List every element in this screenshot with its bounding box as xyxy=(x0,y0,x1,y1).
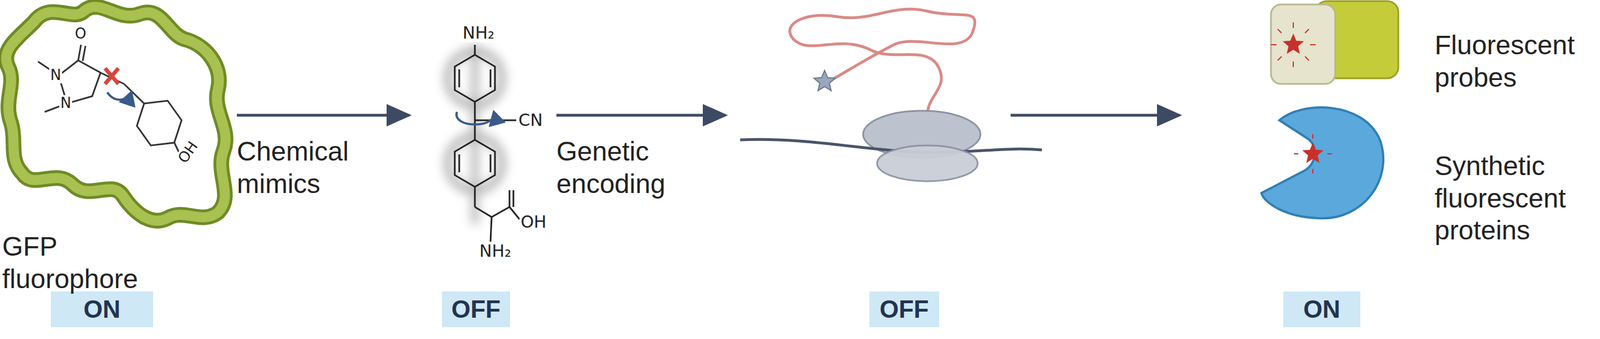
gfp-protein xyxy=(6,6,226,221)
process-arrow xyxy=(236,113,409,117)
mimic-structure xyxy=(454,44,520,242)
synthetic-protein xyxy=(1261,107,1384,218)
process-arrow xyxy=(1010,113,1180,117)
gfp-chromophore xyxy=(37,44,182,158)
atom-label: NH₂ xyxy=(461,23,496,42)
product-label: Synthetic fluorescent proteins xyxy=(1434,149,1597,247)
step-label: Genetic encoding xyxy=(556,135,725,200)
atom-label: OH xyxy=(174,137,202,167)
atom-label: N xyxy=(59,94,73,112)
state-text: ON xyxy=(83,294,121,323)
ribosome xyxy=(740,8,1042,182)
atom-label: CN xyxy=(517,110,544,130)
state-text: OFF xyxy=(451,294,501,323)
state-badge: OFF xyxy=(441,291,511,327)
atom-label: N xyxy=(49,67,63,84)
process-arrow xyxy=(556,113,726,117)
state-text: ON xyxy=(1303,294,1341,323)
mimic-glow xyxy=(448,44,502,224)
fluorescent-probe xyxy=(1270,1,1399,84)
atom-label: NH₂ xyxy=(478,241,513,260)
product-label: Fluorescent probes xyxy=(1434,29,1597,94)
atom-label: O xyxy=(73,25,88,42)
state-badge: ON xyxy=(50,291,154,327)
state-badge: ON xyxy=(1283,291,1361,327)
atom-label: OH xyxy=(519,212,548,231)
step-label: Chemical mimics xyxy=(236,135,405,200)
state-text: OFF xyxy=(879,294,930,323)
figure-label: GFP fluorophore xyxy=(2,230,154,295)
rotation-arrow xyxy=(456,111,494,125)
state-badge: OFF xyxy=(869,291,940,327)
rotation-block xyxy=(105,68,132,100)
